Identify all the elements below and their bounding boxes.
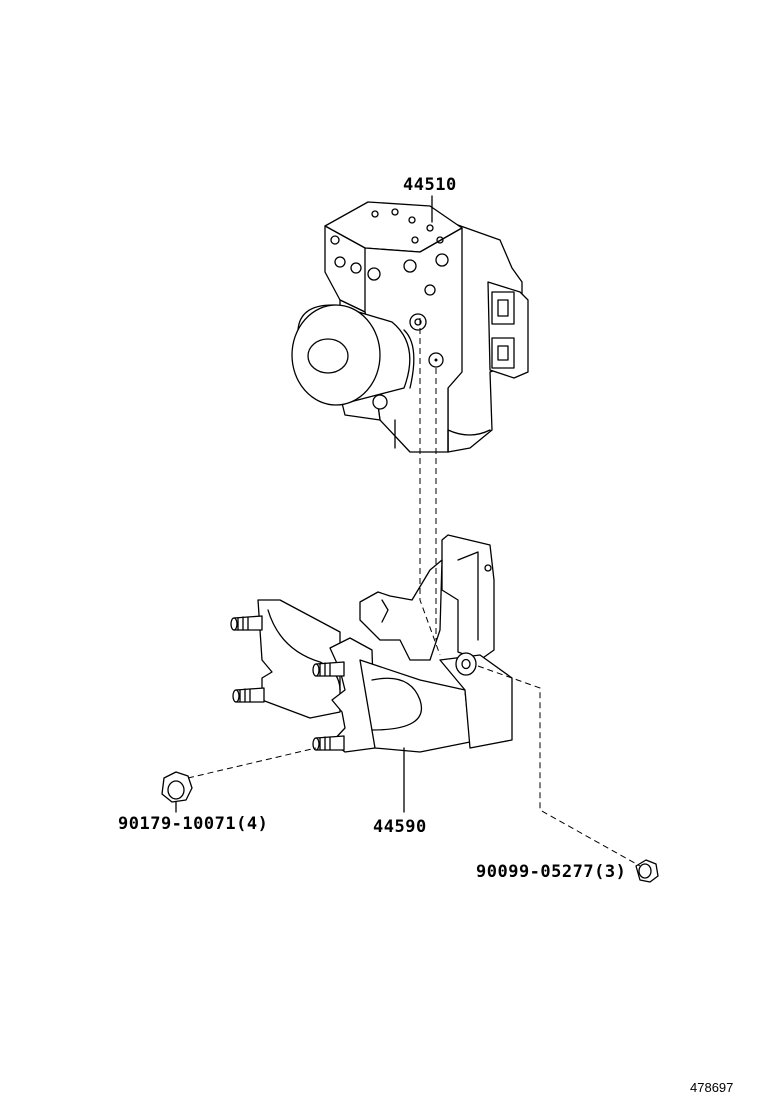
- actuator-bracket[interactable]: [230, 534, 513, 753]
- part-label-44590: 44590: [373, 817, 427, 837]
- leader-lines: [175, 195, 433, 813]
- figure-id: 478697: [690, 1080, 733, 1095]
- connector-plug: [487, 281, 529, 379]
- part-label-44510: 44510: [403, 175, 457, 195]
- stud-1: [230, 615, 263, 631]
- bracket-nut[interactable]: [161, 771, 193, 803]
- actuator-bolt[interactable]: [635, 859, 659, 883]
- part-label-90179-10071: 90179-10071(4): [118, 814, 268, 834]
- stud-3: [312, 661, 345, 677]
- pump-motor: [291, 304, 427, 410]
- assembly-lines: [187, 318, 641, 867]
- abs-actuator-assembly[interactable]: [291, 201, 529, 453]
- part-label-90099-05277: 90099-05277(3): [476, 862, 626, 882]
- stud-4: [312, 735, 345, 751]
- stud-2: [232, 687, 265, 703]
